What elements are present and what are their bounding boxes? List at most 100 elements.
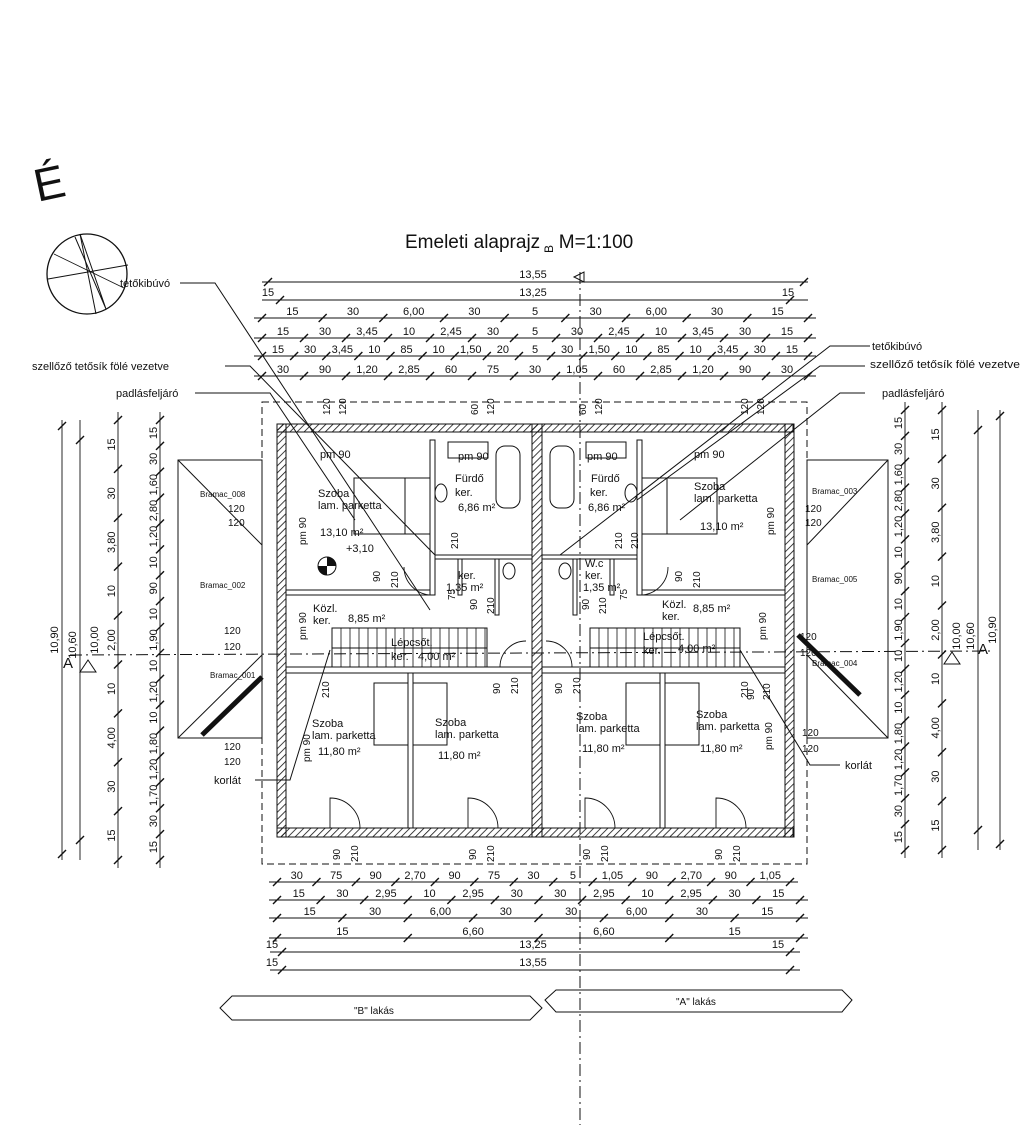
dimension-tick: [418, 351, 428, 361]
dimension-tick: [707, 351, 717, 361]
dimension-label: 10: [893, 598, 905, 610]
room-stair-ker: ker.: [643, 645, 661, 657]
dimension-label: 6,00: [626, 906, 647, 918]
opening-marks: 120 120 60 120 60 120 120 120 pm 90 pm 9…: [224, 398, 822, 862]
dimension-tick: [113, 611, 123, 621]
dimension-label: 6,60: [462, 926, 483, 938]
dimension-tick: [588, 877, 598, 887]
svg-text:90: 90: [468, 848, 479, 860]
dimension-tick: [341, 371, 351, 381]
dimension-label: 30: [511, 888, 523, 900]
dimension-tick: [155, 622, 165, 632]
dimension-label: 90: [893, 572, 905, 584]
dimension-tick: [627, 877, 637, 887]
dimension-tick: [900, 586, 910, 596]
dimension-label: 15: [772, 939, 784, 951]
dimension-label: 15: [786, 344, 798, 356]
dimension-tick: [667, 877, 677, 887]
dimension-tick: [995, 839, 1005, 849]
svg-text:90: 90: [582, 848, 593, 860]
dimension-tick: [490, 895, 500, 905]
section-a-left: A: [63, 655, 73, 672]
dimension-tick: [785, 965, 795, 975]
dimension-label: 85: [400, 344, 412, 356]
dimension-tick: [383, 333, 393, 343]
svg-text:210: 210: [450, 532, 461, 549]
dimension-tick: [275, 295, 285, 305]
dimension-label: 15: [293, 888, 305, 900]
dimension-tick: [155, 855, 165, 865]
room-area-stair: 4,00 m²: [418, 651, 456, 663]
room-pm: pm 90: [694, 449, 725, 461]
dimension-label: 15: [148, 841, 160, 853]
dimension-label: 10: [403, 326, 415, 338]
dimension-label: 15: [266, 939, 278, 951]
dimension-tick: [803, 333, 813, 343]
room-area: 11,80 m²: [438, 750, 481, 762]
room-area-hall: 8,85 m²: [693, 603, 731, 615]
svg-text:120: 120: [224, 642, 241, 653]
svg-text:60: 60: [578, 403, 589, 415]
dimension-tick: [113, 855, 123, 865]
doors: [329, 566, 747, 829]
dimension-tick: [509, 877, 519, 887]
apartment-a-label: "A" lakás: [676, 997, 716, 1008]
dimension-label: 30: [561, 344, 573, 356]
dimension-tick: [548, 877, 558, 887]
dimension-tick: [425, 371, 435, 381]
dimension-tick: [593, 371, 603, 381]
dimension-label: 30: [336, 888, 348, 900]
room-stair-ker: ker.: [391, 651, 409, 663]
dimension-tick: [900, 741, 910, 751]
dimension-tick: [155, 441, 165, 451]
dimension-label: 90: [725, 870, 737, 882]
dimension-label: 10: [893, 650, 905, 662]
dimension-tick: [113, 562, 123, 572]
dimension-label: 1,80: [148, 733, 160, 754]
dimension-label: 30: [711, 306, 723, 318]
dimension-label: 2,95: [375, 888, 396, 900]
dimension-tick: [425, 333, 435, 343]
callout-padlas-left: padlásfeljáró: [116, 388, 178, 400]
svg-text:120: 120: [756, 398, 767, 415]
svg-text:120: 120: [224, 626, 241, 637]
dimension-tick: [439, 313, 449, 323]
compass-icon: [46, 233, 129, 315]
svg-text:210: 210: [614, 532, 625, 549]
room-area-bath: 6,86 m²: [458, 502, 496, 514]
dimension-tick: [467, 333, 477, 343]
callout-padlas-right: padlásfeljáró: [882, 388, 944, 400]
dimension-label: 30: [739, 326, 751, 338]
dimension-label: 20: [497, 344, 509, 356]
dimension-tick: [272, 877, 282, 887]
dimension-tick: [450, 351, 460, 361]
svg-text:120: 120: [228, 518, 245, 529]
dimension-tick: [467, 371, 477, 381]
dimension-label: 15: [286, 306, 298, 318]
svg-text:120: 120: [800, 648, 817, 659]
dimension-tick: [318, 313, 328, 323]
dimension-tick: [277, 965, 287, 975]
axis-horizontal: [69, 650, 991, 656]
dimension-label: 2,70: [404, 870, 425, 882]
dimension-tick: [937, 747, 947, 757]
dimension-label: 15: [106, 829, 118, 841]
dimension-tick: [593, 333, 603, 343]
dimension-tick: [900, 431, 910, 441]
dimension-tick: [610, 351, 620, 361]
dimension-label: 90: [148, 582, 160, 594]
dimension-tick: [155, 777, 165, 787]
dimension-tick: [642, 351, 652, 361]
svg-text:90: 90: [554, 682, 565, 694]
svg-text:90: 90: [332, 848, 343, 860]
room-hall-ker: ker.: [662, 611, 680, 623]
dimension-tick: [730, 913, 740, 923]
dimension-tick: [534, 933, 543, 943]
dimension-label: 30: [729, 888, 741, 900]
dimension-tick: [534, 913, 543, 923]
callout-szellozo-left: szellőző tetősík fölé vezetve: [32, 361, 169, 373]
dimension-tick: [378, 313, 388, 323]
stairs: [331, 627, 741, 668]
svg-text:210: 210: [390, 571, 401, 588]
